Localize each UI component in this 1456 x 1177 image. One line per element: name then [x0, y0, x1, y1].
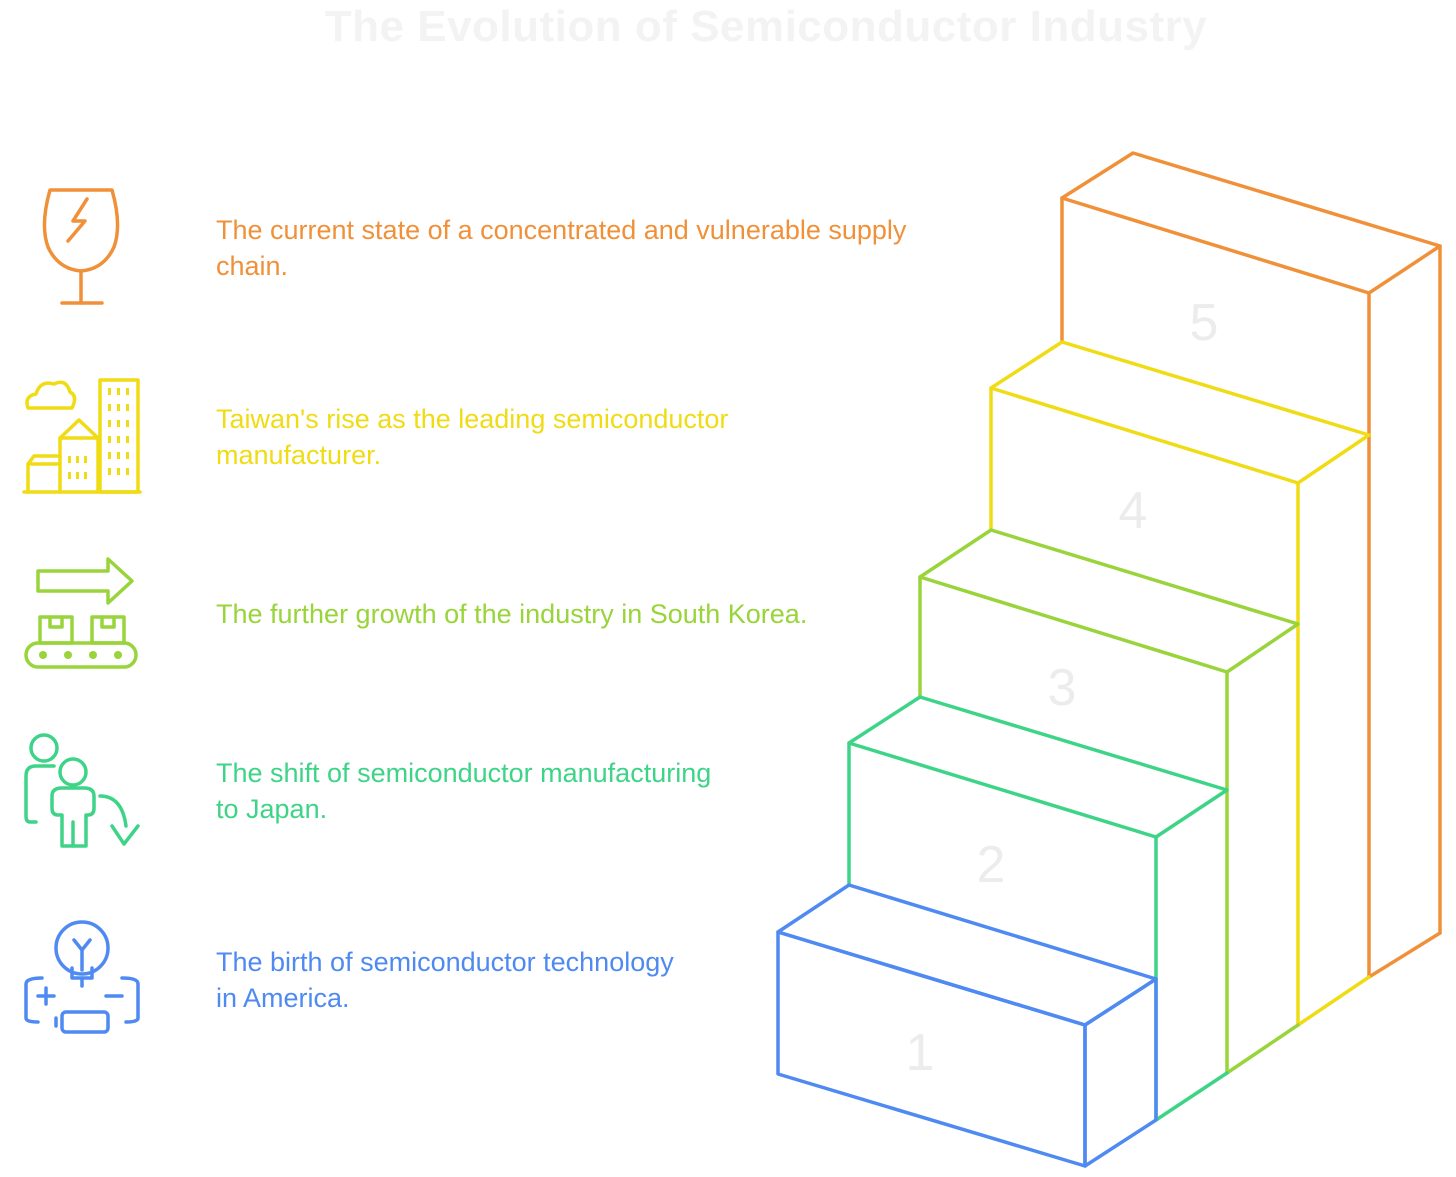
step-5-number: 5 — [1190, 294, 1219, 352]
broken-glass-icon — [42, 188, 120, 305]
step-4-number: 4 — [1119, 482, 1148, 540]
step-4-block — [989, 340, 1371, 1027]
step-4-text: Taiwan's rise as the leading semiconduct… — [216, 404, 729, 470]
step-3-text: The further growth of the industry in So… — [216, 599, 808, 629]
city-buildings-icon — [22, 378, 142, 494]
conveyor-belt-icon — [24, 557, 138, 669]
diagram-title: The Evolution of Semiconductor Industry — [324, 2, 1208, 51]
step-2-text: The shift of semiconductor manufacturing… — [216, 758, 712, 824]
people-transfer-icon — [24, 733, 140, 848]
lightbulb-battery-icon — [24, 920, 140, 1034]
step-3-block — [918, 528, 1300, 1075]
step-2-number: 2 — [977, 836, 1006, 894]
step-5-block — [1060, 151, 1442, 979]
step-1-text: The birth of semiconductor technology in… — [216, 947, 674, 1013]
step-1-block — [776, 883, 1158, 1168]
step-3-number: 3 — [1048, 659, 1077, 717]
step-1-number: 1 — [906, 1024, 935, 1082]
step-5-text: The current state of a concentrated and … — [216, 215, 907, 281]
